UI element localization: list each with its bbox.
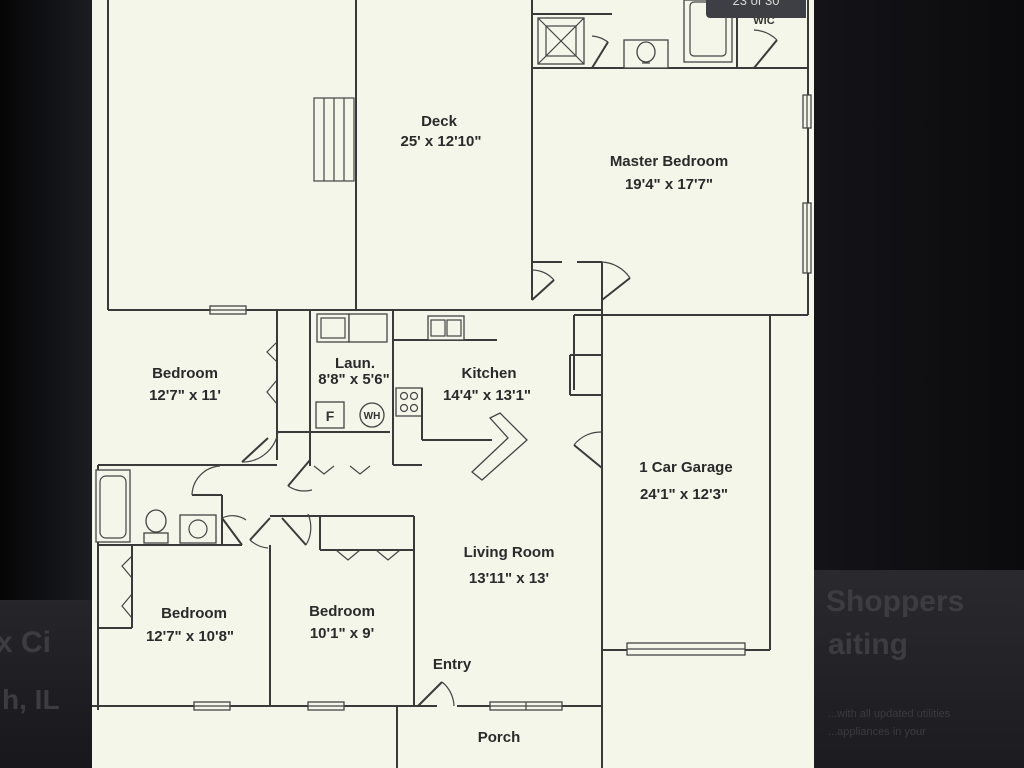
garage-door [626, 642, 746, 656]
furnace-label: F [326, 408, 335, 424]
background-left-lower [0, 600, 100, 768]
window [209, 305, 247, 315]
door [573, 431, 603, 469]
toilet [143, 509, 169, 544]
bathtub [95, 469, 131, 543]
bathroom-sink [179, 514, 217, 544]
closet-door [375, 549, 401, 561]
closet-door [266, 379, 278, 405]
door [591, 35, 609, 69]
toilet [623, 39, 669, 69]
closet-door [266, 341, 278, 363]
shower [537, 17, 585, 65]
background-ghost-text: Shoppers [826, 585, 965, 618]
kitchen-sink [427, 315, 465, 341]
room-dims-kitchen: 14'4" x 13'1" [443, 387, 531, 404]
background-ghost-text: x Ci [0, 626, 52, 659]
room-dims-master-bedroom: 19'4" x 17'7" [625, 176, 713, 193]
room-dims-garage: 24'1" x 12'3" [640, 486, 728, 503]
room-name-porch: Porch [478, 729, 521, 746]
window [489, 701, 563, 711]
room-name-living-room: Living Room [464, 544, 555, 561]
entry-door [417, 681, 455, 707]
window [193, 701, 231, 711]
room-name-deck: Deck [421, 113, 458, 130]
door [191, 465, 222, 496]
room-dims-laundry: 8'8" x 5'6" [318, 371, 389, 388]
room-dims-bedroom-nw: 12'7" x 11' [149, 387, 221, 404]
deck-steps [313, 97, 355, 182]
floor-plan: F WH [92, 0, 812, 768]
window [802, 94, 812, 129]
water-heater-symbol: WH [359, 402, 385, 428]
window [307, 701, 345, 711]
room-name-entry: Entry [433, 656, 472, 673]
room-name-bedroom-sw: Bedroom [161, 605, 227, 622]
room-name-laundry: Laun. [335, 355, 375, 372]
furnace-symbol: F [315, 401, 345, 429]
room-dims-deck: 25' x 12'10" [401, 133, 482, 150]
floor-plan-screen: F WH [92, 0, 814, 768]
kitchen-counter [471, 412, 528, 481]
closet-door [313, 465, 335, 475]
room-name-bedroom-nw: Bedroom [152, 365, 218, 382]
background-ghost-text: ...with all updated utilities [828, 708, 951, 720]
room-name-garage: 1 Car Garage [639, 459, 732, 476]
door [249, 517, 271, 549]
room-dims-bedroom-s: 10'1" x 9' [310, 625, 374, 642]
room-dims-living-room: 13'11" x 13' [469, 570, 549, 587]
water-heater-label: WH [364, 411, 381, 422]
closet-door [349, 465, 371, 475]
door [241, 431, 279, 463]
door [287, 459, 313, 492]
room-name-master-bedroom: Master Bedroom [610, 153, 728, 170]
window [802, 202, 812, 274]
closet-door [335, 549, 361, 561]
room-name-kitchen: Kitchen [461, 365, 516, 382]
room-dims-bedroom-sw: 12'7" x 10'8" [146, 628, 234, 645]
closet-tag: WIC [753, 15, 774, 27]
dryer [348, 313, 388, 343]
door [753, 29, 778, 69]
door [281, 513, 312, 546]
door [531, 269, 555, 301]
door [601, 261, 631, 301]
room-name-bedroom-s: Bedroom [309, 603, 375, 620]
door [221, 515, 247, 546]
closet-door [121, 593, 133, 619]
background-ghost-text: aiting [828, 628, 908, 661]
washer [316, 313, 350, 343]
stove [395, 387, 423, 417]
photo-counter: 23 of 30 [706, 0, 806, 18]
background-ghost-text: ...appliances in your [828, 726, 926, 738]
background-right-lower [812, 570, 1024, 768]
closet-door [121, 555, 133, 579]
photo-counter-text: 23 of 30 [732, 0, 780, 8]
background-ghost-text: h, IL [2, 684, 60, 715]
